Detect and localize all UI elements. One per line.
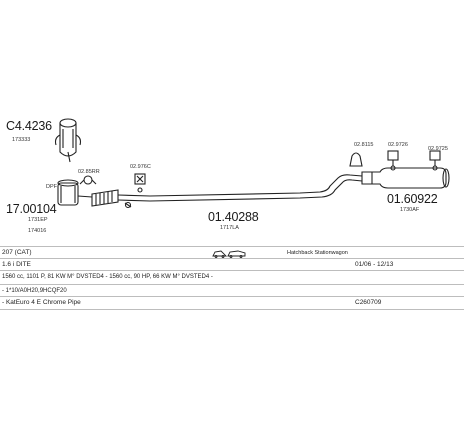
info-row-spec: 1560 cc, 1101 P, 81 KW M° DVSTED4 - 1560… [0, 270, 464, 285]
info-row-code: - 1*10/A0H20,9HCQF20 [0, 284, 464, 297]
model-text: 207 (CAT) [2, 249, 32, 256]
part-sub2-dpf: 174016 [28, 228, 47, 234]
spec-text: 1560 cc, 1101 P, 81 KW M° DVSTED4 - 1560… [2, 274, 213, 280]
body-type-car-icon [212, 250, 246, 258]
part-number-rear-muffler: 01.60922 [387, 192, 438, 206]
clamp-part-front [79, 175, 97, 185]
part-tag-dpf: DPF [46, 184, 57, 190]
exhaust-drawing [54, 118, 450, 209]
info-row-engine: 1.6 i DITE 01/06 - 12/13 [0, 258, 464, 271]
flex-pipe-part [91, 189, 119, 207]
reference-text: C260709 [355, 299, 382, 306]
rear-muffler-part [361, 167, 450, 189]
part-number-catalytic: C4.4236 [6, 119, 52, 133]
catalytic-converter-part [54, 118, 82, 163]
period-text: 01/06 - 12/13 [355, 261, 394, 268]
hanger-part-rear-1 [387, 150, 399, 171]
part-number-clamp-rear: 02.8115 [354, 142, 374, 148]
part-sub-middle-pipe: 1717LA [220, 225, 239, 231]
part-number-hanger-rear-2: 02.9725 [428, 146, 448, 152]
clamp-part-rear [349, 152, 363, 167]
part-number-dpf: 17.00104 [6, 202, 57, 216]
part-number-clamp-front: 02.85RR [78, 169, 100, 175]
hanger-part-rear-2 [429, 150, 441, 171]
part-number-middle-pipe: 01.40288 [208, 210, 259, 224]
description-text: - KatEuro 4 E Chrome Pipe [2, 299, 81, 306]
engine-text: 1.6 i DITE [2, 261, 31, 268]
body-type-text: Hatchback Stationwagon [287, 250, 348, 256]
exhaust-diagram: C4.4236 173333 DPF 17.00104 1731EP 17401… [6, 118, 450, 234]
hanger-part-front [134, 173, 146, 193]
middle-pipe-part [117, 174, 363, 209]
part-sub-catalytic: 173333 [12, 137, 31, 143]
part-number-hanger-rear-1: 02.9726 [388, 142, 408, 148]
dpf-part [57, 179, 93, 206]
part-sub-dpf: 1731EP [28, 217, 48, 223]
part-number-hanger-front: 02.976C [130, 164, 151, 170]
info-row-desc: - KatEuro 4 E Chrome Pipe C260709 [0, 296, 464, 310]
info-row-model: 207 (CAT) Hatchback Stationwagon [0, 246, 464, 259]
code-text: - 1*10/A0H20,9HCQF20 [2, 288, 67, 294]
part-sub-rear-muffler: 1730AF [400, 207, 420, 213]
